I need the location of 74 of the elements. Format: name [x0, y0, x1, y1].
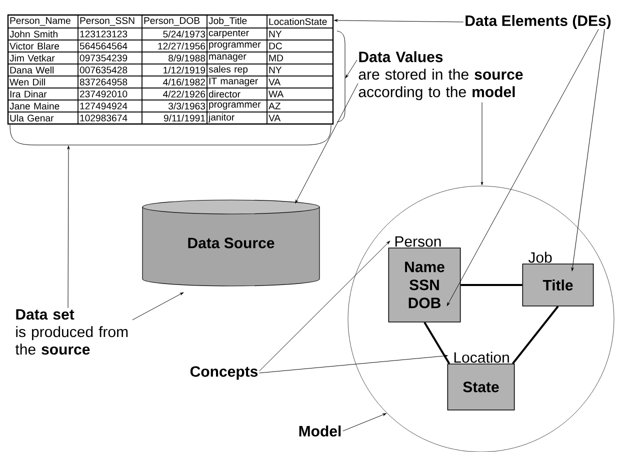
- table-cell: WA: [266, 88, 334, 100]
- arrow: [67, 146, 70, 308]
- connector-line: [512, 306, 559, 364]
- connector-line: [460, 284, 522, 286]
- arrow: [345, 60, 358, 78]
- table-cell: 5/24/1973: [142, 28, 208, 40]
- table-cell: janitor: [206, 112, 268, 124]
- table-cell: 4/16/1982: [142, 76, 208, 88]
- table-cell: NY: [266, 64, 334, 76]
- arrow: [259, 240, 390, 372]
- table-cell: Jim Vetkar: [8, 52, 78, 64]
- callout-text: Model: [299, 425, 341, 436]
- table-cell: 12/27/1956: [142, 40, 208, 52]
- table-header-cell: Person_DOB: [142, 14, 208, 28]
- concept-box: State: [447, 364, 515, 410]
- table-header-cell: Job_Title: [206, 14, 268, 28]
- callout-text: Concepts: [190, 366, 258, 380]
- callout-text: Data set is produced from the source: [15, 309, 128, 355]
- arrow: [334, 19, 464, 22]
- concept-box: Title: [522, 264, 594, 306]
- arrow: [446, 28, 599, 306]
- callout-text: Data Values are stored in the source according to the model: [358, 51, 523, 100]
- table-cell: Dana Well: [8, 64, 78, 76]
- table-cell: 1/12/1919: [142, 64, 208, 76]
- bracket: [336, 30, 346, 122]
- table-cell: AZ: [266, 100, 334, 112]
- arrow: [259, 354, 448, 374]
- table-cell: MD: [266, 52, 334, 64]
- table-cell: Jane Maine: [8, 100, 78, 112]
- arrow: [342, 413, 386, 432]
- table-header-cell: LocationState: [266, 14, 334, 28]
- table-cell: IT manager: [206, 76, 268, 88]
- concept-name: Job: [528, 252, 552, 263]
- arrow: [480, 102, 484, 186]
- database-cylinder: Data Source: [142, 200, 320, 286]
- table-cell: sales rep: [206, 64, 268, 76]
- table-cell: 007635428: [78, 64, 142, 76]
- table-cell: 127494924: [78, 100, 142, 112]
- arrow: [132, 292, 184, 320]
- table-cell: Victor Blare: [8, 40, 78, 52]
- concept-box: Name SSN DOB: [388, 248, 461, 322]
- table-cell: programmer: [206, 40, 268, 52]
- table-cell: VA: [266, 76, 334, 88]
- table-cell: programmer: [206, 100, 268, 112]
- table-cell: Ira Dinar: [8, 88, 78, 100]
- callout-text: Data Elements (DEs): [466, 15, 611, 29]
- table-cell: manager: [206, 52, 268, 64]
- table-cell: Ula Genar: [8, 112, 78, 124]
- table-cell: 237492010: [78, 88, 142, 100]
- model-circle: [348, 186, 614, 452]
- table-cell: NY: [266, 28, 334, 40]
- table-cell: 097354239: [78, 52, 142, 64]
- table-cell: John Smith: [8, 28, 78, 40]
- table-cell: director: [206, 88, 268, 100]
- table-cell: DC: [266, 40, 334, 52]
- arrow: [295, 83, 358, 204]
- table-cell: 9/11/1991: [142, 112, 208, 124]
- table-header-cell: Person_SSN: [78, 14, 142, 28]
- table-cell: carpenter: [206, 28, 268, 40]
- table-cell: VA: [266, 112, 334, 124]
- table-cell: 4/22/1926: [142, 88, 208, 100]
- concept-name: Person: [395, 236, 441, 247]
- table-cell: 837264958: [78, 76, 142, 88]
- table-cell: 102983674: [78, 112, 142, 124]
- table-cell: 564564564: [78, 40, 142, 52]
- table-cell: 8/9/1988: [142, 52, 208, 64]
- arrow: [571, 28, 605, 272]
- connector-line: [424, 322, 450, 364]
- table-header-cell: Person_Name: [8, 14, 78, 28]
- table-cell: 3/3/1963: [142, 100, 208, 112]
- concept-name: Location: [454, 352, 509, 363]
- bracket: [10, 124, 332, 146]
- table-cell: 123123123: [78, 28, 142, 40]
- table-cell: Wen Dill: [8, 76, 78, 88]
